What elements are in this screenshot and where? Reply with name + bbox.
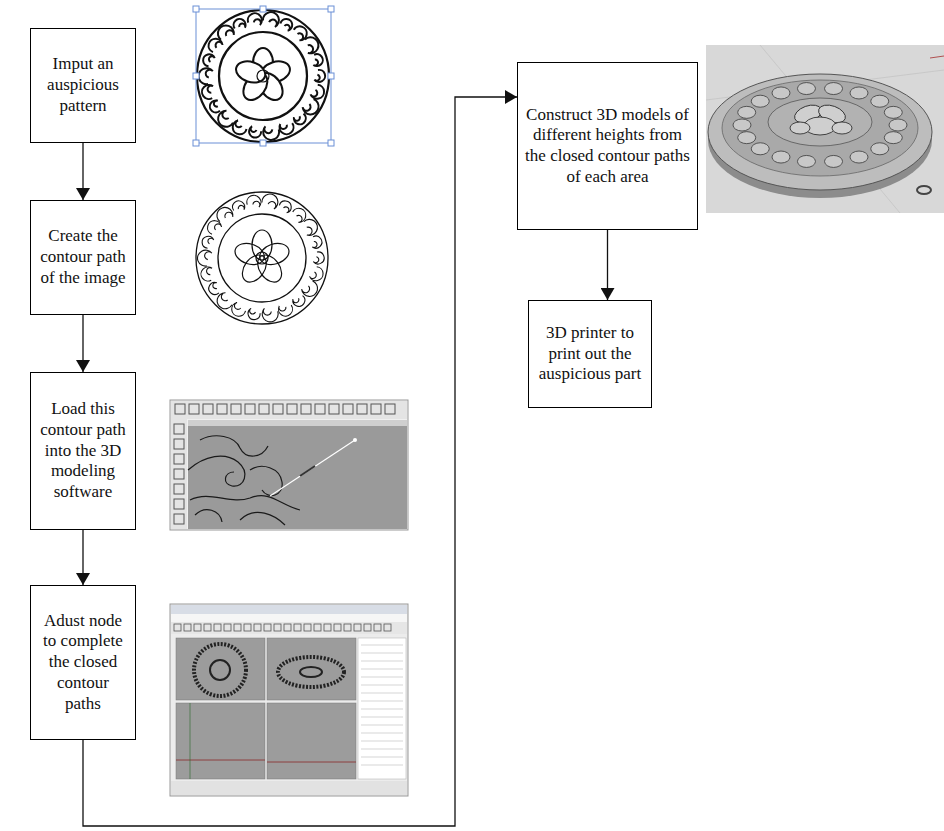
software-screenshot (170, 604, 408, 796)
process-box: Adust node to complete the closed contou… (30, 585, 136, 740)
process-box: Load this contour path into the 3D model… (30, 372, 136, 530)
flow-arrow (83, 97, 517, 826)
flow-arrow (82, 143, 83, 200)
node-text: Create the contour path of the image (38, 226, 128, 288)
node-text: 3D printer to print out the auspicious p… (536, 323, 644, 385)
selection-frame (193, 6, 334, 146)
node-text: Construct 3D models of different heights… (525, 105, 690, 188)
output-box: 3D printer to print out the auspicious p… (528, 300, 652, 408)
ornament-image (197, 10, 329, 142)
flow-arrow (82, 315, 83, 372)
flow-arrow (607, 230, 608, 300)
flow-arrow (82, 530, 83, 585)
process-box: Construct 3D models of different heights… (517, 62, 698, 230)
process-box: Create the contour path of the image (30, 200, 136, 315)
node-text: Imput an auspicious pattern (38, 54, 128, 116)
input-box: Imput an auspicious pattern (30, 28, 136, 143)
software-screenshot (170, 400, 408, 530)
node-text: Load this contour path into the 3D model… (38, 399, 128, 503)
3d-model-render (706, 45, 944, 213)
contour-image (196, 192, 328, 324)
node-text: Adust node to complete the closed contou… (38, 611, 128, 715)
